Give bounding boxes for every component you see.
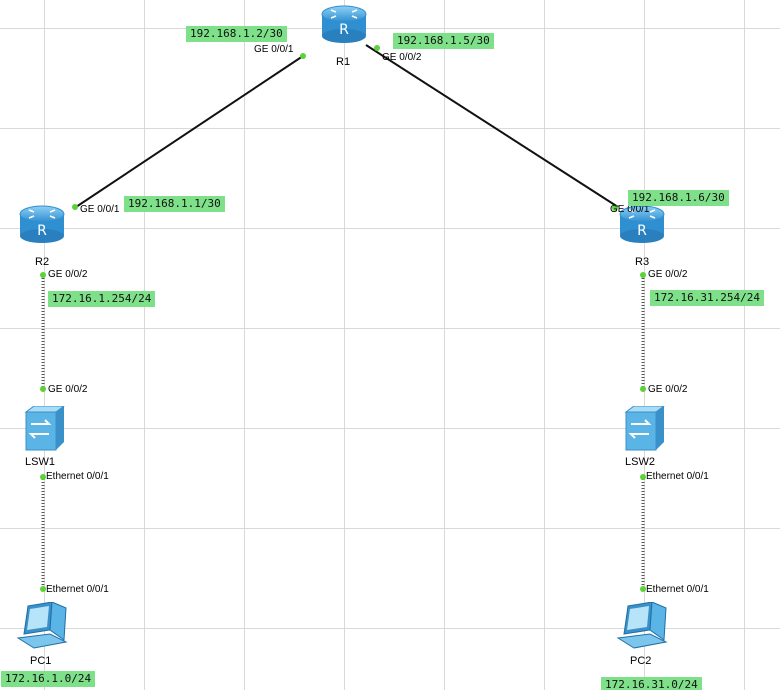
port-dot-r2-g001	[72, 204, 78, 210]
ip-label-r2-g002[interactable]: 172.16.1.254/24	[48, 291, 156, 307]
link-r1-r2[interactable]	[75, 55, 304, 208]
switch-icon	[24, 405, 66, 451]
port-dot-pc2-e001	[640, 586, 646, 592]
port-label-lsw2-e001: Ethernet 0/0/1	[646, 471, 709, 482]
port-label-r2-g002: GE 0/0/2	[48, 269, 88, 280]
port-label-pc1-e001: Ethernet 0/0/1	[46, 584, 109, 595]
port-dot-lsw1-e001	[40, 474, 46, 480]
ip-label-pc2-net[interactable]: 172.16.31.0/24	[601, 677, 702, 690]
pc-pc1[interactable]	[16, 601, 70, 650]
port-label-lsw1-g002: GE 0/0/2	[48, 384, 88, 395]
pc-icon	[616, 601, 668, 649]
ip-label-r3-g002[interactable]: 172.16.31.254/24	[650, 290, 764, 306]
port-label-r3-g001: GE 0/0/1	[610, 204, 650, 215]
port-dot-lsw2-g002	[640, 386, 646, 392]
ip-label-r2-g001[interactable]: 192.168.1.1/30	[124, 196, 225, 212]
device-label-pc1: PC1	[30, 655, 52, 667]
router-r1[interactable]: R	[320, 4, 368, 44]
ip-label-r1-g002[interactable]: 192.168.1.5/30	[393, 33, 494, 49]
router-r3[interactable]: R	[618, 202, 666, 246]
svg-text:R: R	[637, 223, 647, 239]
router-icon: R	[619, 205, 665, 243]
port-dot-lsw2-e001	[640, 474, 646, 480]
device-label-r2: R2	[35, 256, 50, 268]
router-icon: R	[19, 205, 65, 243]
port-label-r2-g001: GE 0/0/1	[80, 204, 120, 215]
port-dot-pc1-e001	[40, 586, 46, 592]
port-label-r1-g002: GE 0/0/2	[382, 52, 422, 63]
switch-icon	[624, 405, 666, 451]
device-label-lsw2: LSW2	[625, 456, 655, 468]
link-r1-r3[interactable]	[365, 44, 619, 208]
ip-label-r1-g001[interactable]: 192.168.1.2/30	[186, 26, 287, 42]
pc-icon	[16, 601, 68, 649]
ip-label-pc1-net[interactable]: 172.16.1.0/24	[1, 671, 96, 687]
port-label-lsw1-e001: Ethernet 0/0/1	[46, 471, 109, 482]
router-r2[interactable]: R	[18, 202, 66, 246]
port-label-lsw2-g002: GE 0/0/2	[648, 384, 688, 395]
port-dot-r2-g002	[40, 272, 46, 278]
device-label-pc2: PC2	[630, 655, 652, 667]
device-label-r3: R3	[635, 256, 650, 268]
port-dot-lsw1-g002	[40, 386, 46, 392]
svg-text:R: R	[339, 22, 349, 38]
router-icon: R	[321, 5, 367, 43]
device-label-lsw1: LSW1	[25, 456, 55, 468]
switch-lsw1[interactable]	[22, 405, 66, 452]
port-dot-r1-g002	[374, 45, 380, 51]
port-label-pc2-e001: Ethernet 0/0/1	[646, 584, 709, 595]
port-dot-r3-g002	[640, 272, 646, 278]
port-dot-r1-g001	[300, 53, 306, 59]
ip-label-r3-g001[interactable]: 192.168.1.6/30	[628, 190, 729, 206]
port-dot-r3-g001	[612, 205, 618, 211]
port-label-r3-g002: GE 0/0/2	[648, 269, 688, 280]
svg-text:R: R	[37, 223, 47, 239]
device-label-r1: R1	[336, 56, 351, 68]
port-label-r1-g001: GE 0/0/1	[254, 44, 294, 55]
pc-pc2[interactable]	[616, 601, 670, 650]
switch-lsw2[interactable]	[622, 405, 666, 452]
